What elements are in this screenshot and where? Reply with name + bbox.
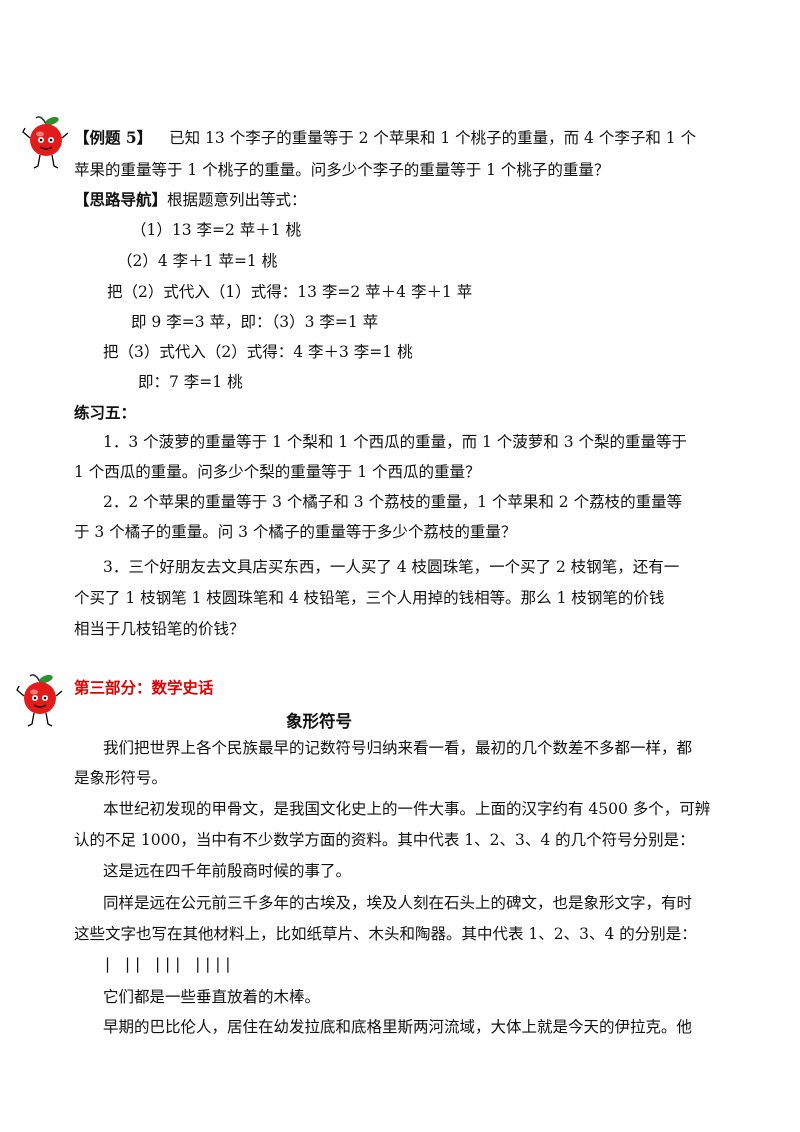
history-p3: 这是远在四千年前殷商时候的事了。 [103, 862, 352, 880]
example-text-1: 已知 13 个李子的重量等于 2 个苹果和 1 个桃子的重量，而 4 个李子和 … [169, 129, 697, 147]
history-p4-line-1: 同样是远在公元前三千多年的古埃及，埃及人刻在石头上的碑文，也是象形文字，有时 [103, 894, 693, 912]
practice-q3-line-3: 相当于几枝铅笔的价钱？ [74, 620, 245, 638]
hint-step-1: （1）13 李=2 苹＋1 桃 [131, 221, 302, 239]
history-p2-line-2: 认的不足 1000，当中有不少数学方面的资料。其中代表 1、2、3、4 的几个符… [74, 831, 695, 849]
hint-step-2: （2）4 李＋1 苹=1 桃 [117, 252, 278, 270]
history-p5: 它们都是一些垂直放着的木棒。 [103, 988, 321, 1006]
history-p1-line-2: 是象形符号。 [74, 769, 168, 787]
hint-step-5: 把（3）式代入（2）式得：4 李＋3 李=1 桃 [103, 343, 413, 361]
section-title: 第三部分：数学史话 [74, 678, 214, 697]
article-title: 象形符号 [286, 712, 352, 731]
apple-mascot-icon [22, 116, 69, 169]
egyptian-tally-marks: | || ||| |||| [103, 955, 234, 973]
practice-q3-line-2: 个买了 1 枝钢笔 1 枝圆珠笔和 4 枝铅笔，三个人用掉的钱相等。那么 1 枝… [74, 589, 665, 607]
hint-step-3: 把（2）式代入（1）式得：13 李=2 苹＋4 李＋1 苹 [107, 283, 473, 301]
history-p2-line-1: 本世纪初发现的甲骨文，是我国文化史上的一件大事。上面的汉字约有 4500 多个，… [103, 800, 711, 818]
history-p1-line-1: 我们把世界上各个民族最早的记数符号归纳来看一看，最初的几个数差不多都一样，都 [103, 739, 693, 757]
example-line-2: 苹果的重量等于 1 个桃子的重量。问多少个李子的重量等于 1 个桃子的重量？ [74, 161, 610, 179]
hint-line: 【思路导航】根据题意列出等式： [74, 189, 307, 211]
apple-mascot-icon [16, 674, 63, 727]
history-p6: 早期的巴比伦人，居住在幼发拉底和底格里斯两河流域，大体上就是今天的伊拉克。他 [103, 1018, 693, 1036]
hint-text: 根据题意列出等式： [167, 191, 307, 209]
practice-q1-line-1: 1．3 个菠萝的重量等于 1 个梨和 1 个西瓜的重量，而 1 个菠萝和 3 个… [103, 433, 688, 451]
practice-q2-line-2: 于 3 个橘子的重量。问 3 个橘子的重量等于多少个荔枝的重量？ [74, 523, 517, 541]
hint-step-4: 即 9 李=3 苹，即：（3）3 李=1 苹 [131, 313, 379, 331]
practice-q3-line-1: 3．三个好朋友去文具店买东西，一人买了 4 枝圆珠笔，一个买了 2 枝钢笔，还有… [103, 558, 680, 576]
example-line-1: 【例题 5】 已知 13 个李子的重量等于 2 个苹果和 1 个桃子的重量，而 … [74, 127, 696, 149]
practice-title: 练习五： [74, 403, 137, 422]
practice-q2-line-1: 2．2 个苹果的重量等于 3 个橘子和 3 个荔枝的重量，1 个苹果和 2 个荔… [103, 493, 683, 511]
hint-label: 【思路导航】 [74, 190, 168, 209]
example-label: 【例题 5】 [74, 128, 153, 147]
history-p4-line-2: 这些文字也写在其他材料上，比如纸草片、木头和陶器。其中代表 1、2、3、4 的分… [74, 925, 697, 943]
hint-step-6: 即：7 李=1 桃 [138, 373, 243, 391]
practice-q1-line-2: 1 个西瓜的重量。问多少个梨的重量等于 1 个西瓜的重量？ [74, 463, 481, 481]
